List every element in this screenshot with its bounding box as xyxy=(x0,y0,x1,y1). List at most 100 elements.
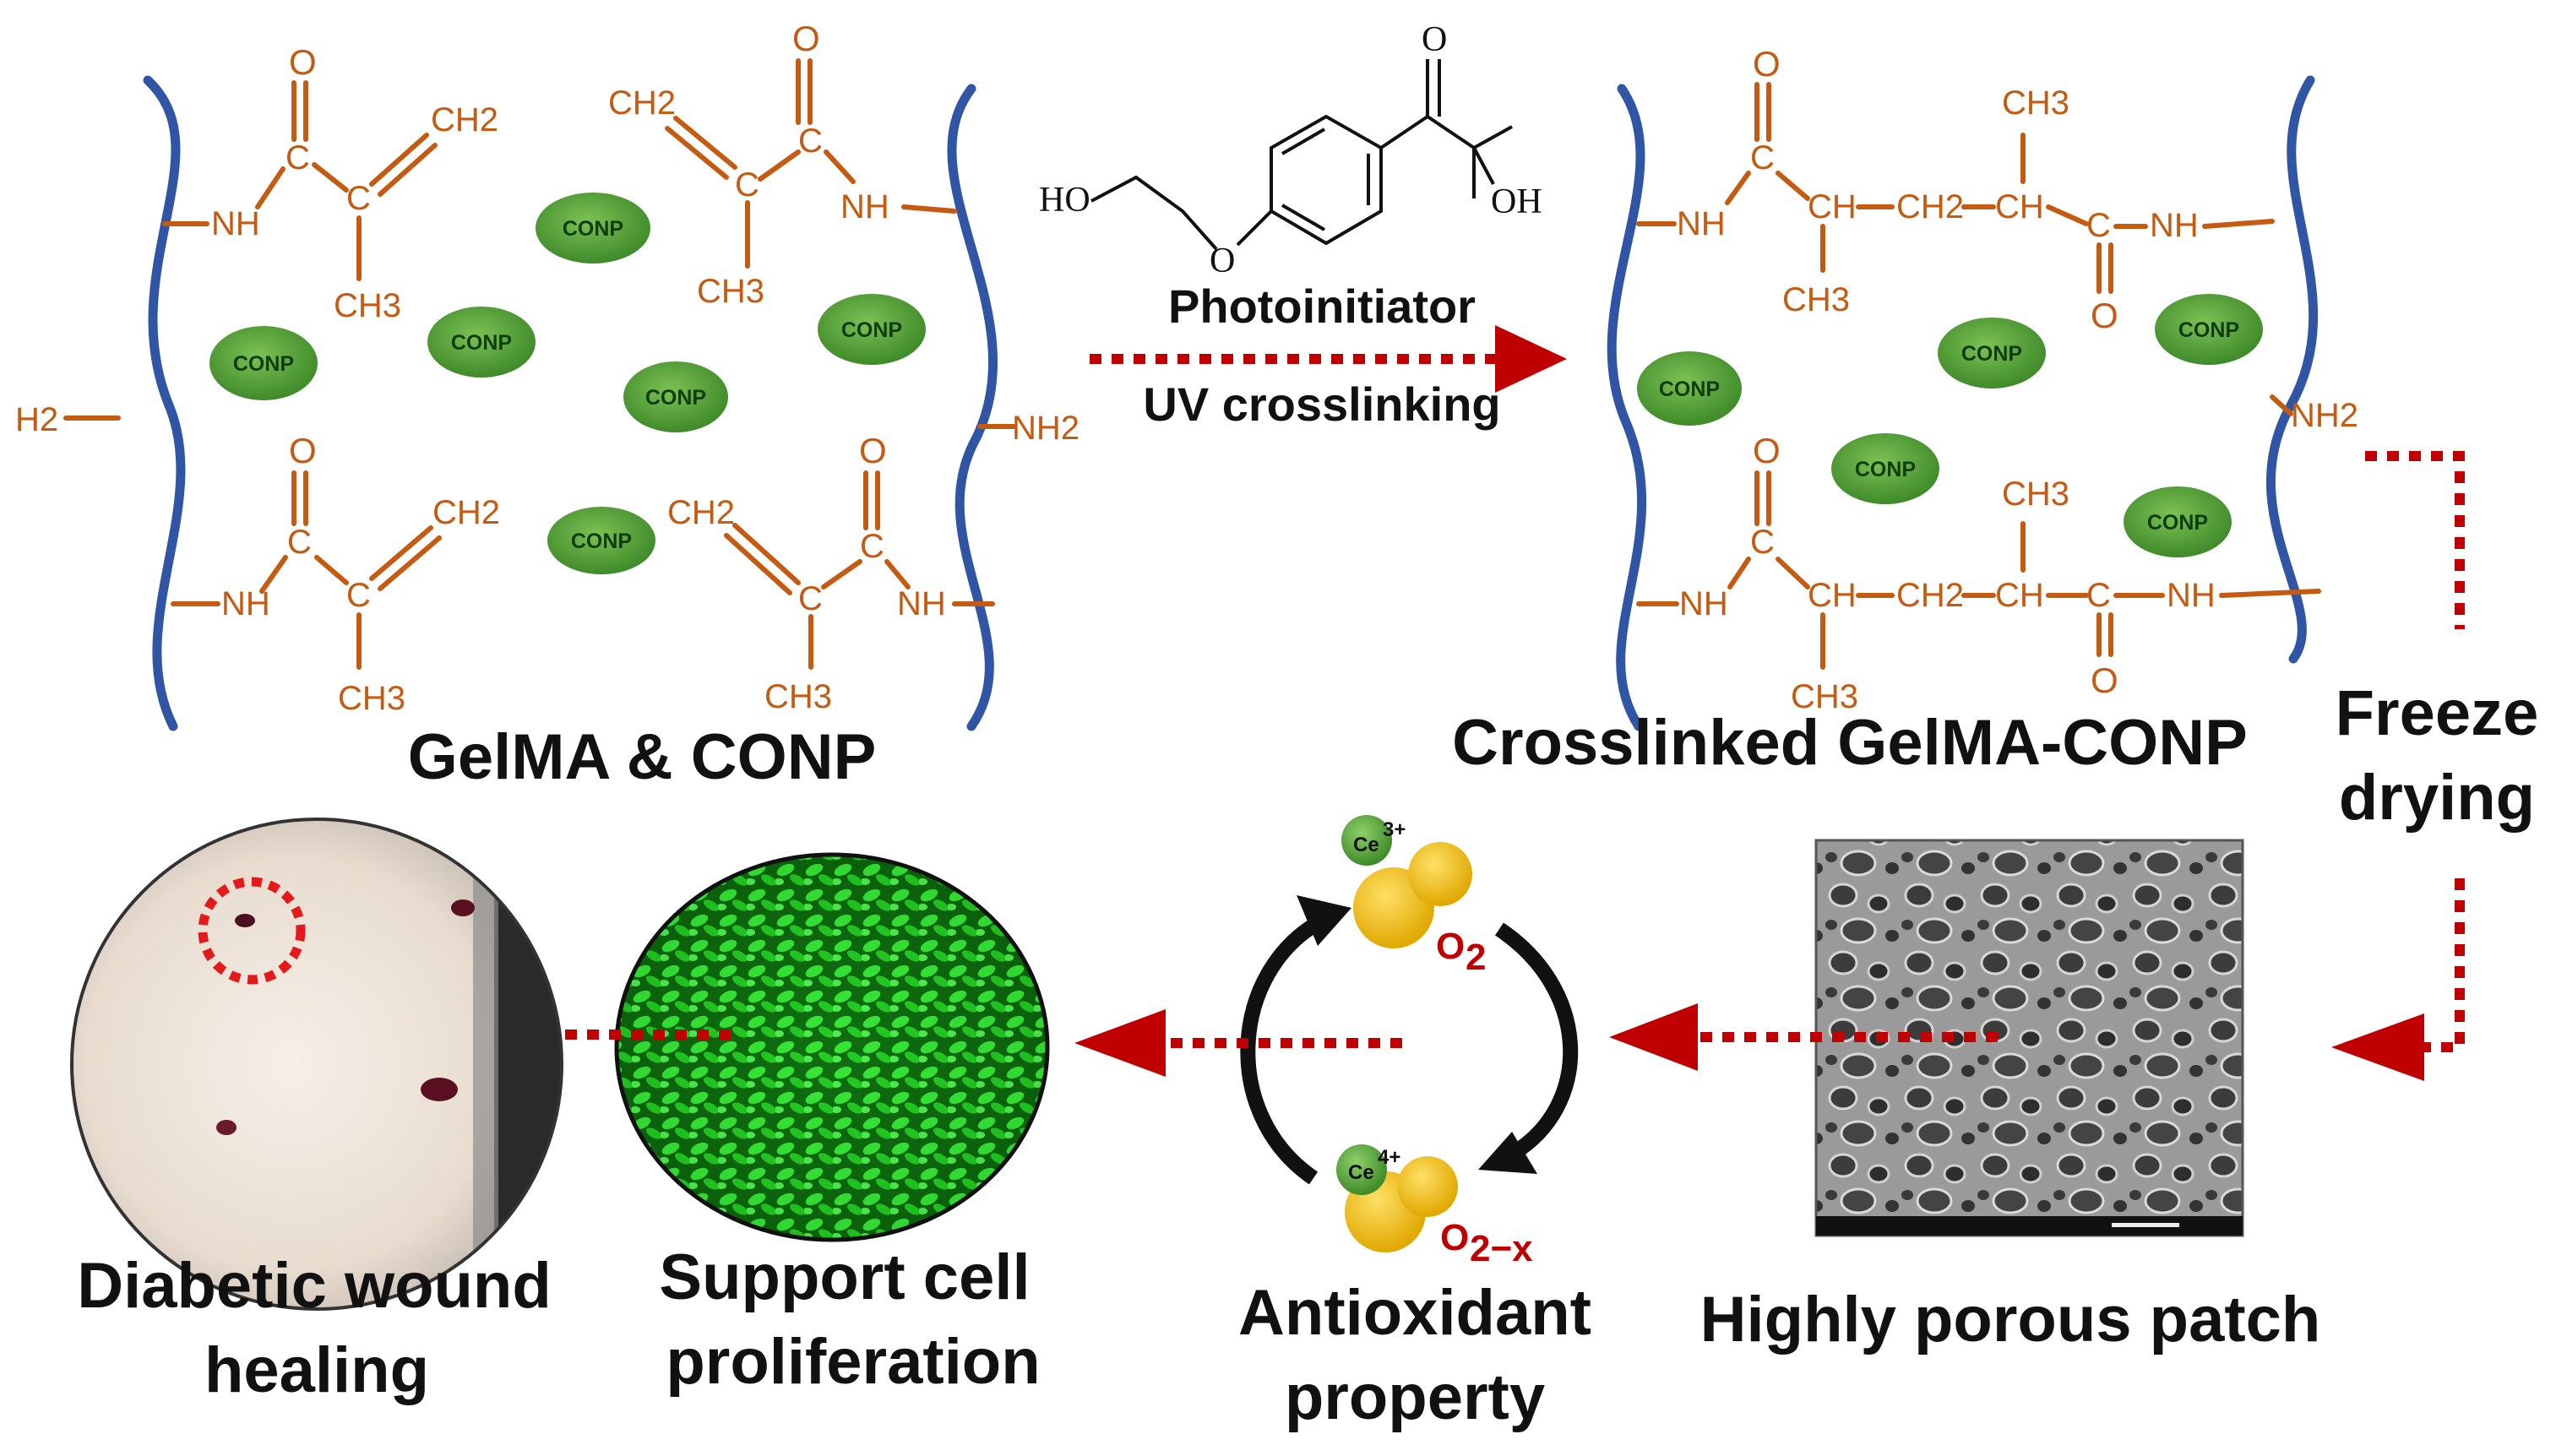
atom-nh: NH xyxy=(2150,207,2199,244)
freeze-drying-arrowhead xyxy=(2331,1013,2424,1081)
svg-text:CONP: CONP xyxy=(2178,318,2239,342)
atom-ch: CH xyxy=(1808,577,1857,614)
photoinitiator-molecule: HO O O OH Photoinitiator UV crosslinking xyxy=(1039,20,1542,431)
atom-ch2: CH2 xyxy=(1896,577,1964,614)
atom-ch3: CH3 xyxy=(2002,84,2069,122)
o2-label: O xyxy=(1436,926,1465,967)
conp-particle: CONP xyxy=(623,361,728,432)
atom-c: C xyxy=(2086,207,2111,244)
svg-text:CONP: CONP xyxy=(1961,342,2022,366)
svg-text:CONP: CONP xyxy=(233,352,294,376)
svg-text:CONP: CONP xyxy=(2147,511,2208,535)
sem-porous-patch: Highly porous patch xyxy=(1700,839,2321,1355)
atom-ch3: CH3 xyxy=(697,273,764,310)
ce3-charge: 3+ xyxy=(1383,818,1406,841)
atom-o: O xyxy=(2091,296,2118,335)
atom-nh2: NH2 xyxy=(1012,410,1080,447)
diabetic-wound-photo: Diabetic wound healing xyxy=(70,818,563,1406)
atom-ch2: CH2 xyxy=(608,84,676,122)
right-backbone-chain xyxy=(2265,75,2319,664)
ce4-charge: 4+ xyxy=(1378,1146,1400,1169)
conp-particle: CONP xyxy=(536,193,650,263)
atom-o: O xyxy=(1753,431,1781,470)
atom-c: C xyxy=(286,139,310,177)
atom-ch: CH xyxy=(1995,188,2044,225)
conp-particle: CONP xyxy=(1637,351,1742,426)
atom-ch3: CH3 xyxy=(1791,678,1858,715)
atom-nh: NH xyxy=(2167,577,2216,614)
atom-nh: NH xyxy=(221,585,270,622)
drying-label: drying xyxy=(2339,762,2535,834)
atom-c: C xyxy=(1750,139,1775,177)
atom-o: O xyxy=(859,431,887,470)
cell-line2: proliferation xyxy=(666,1326,1040,1398)
antioxidant-line2: property xyxy=(1285,1361,1545,1433)
atom-oh: OH xyxy=(1491,182,1542,221)
photoinitiator-label: Photoinitiator xyxy=(1168,280,1476,333)
atom-nh: NH xyxy=(897,585,946,622)
right-backbone-chain xyxy=(947,84,998,731)
patch-caption: Highly porous patch xyxy=(1700,1284,2321,1355)
atom-ch2: CH2 xyxy=(1896,188,1964,225)
atom-ch: CH xyxy=(1808,188,1857,225)
patch-to-antioxidant-arrow xyxy=(1609,1003,1998,1071)
o2x-label: O xyxy=(1440,1217,1469,1258)
atom-nh: NH xyxy=(1679,585,1728,622)
atom-o: O xyxy=(289,42,317,82)
atom-ch2: CH2 xyxy=(432,494,500,531)
conp-particle: CONP xyxy=(1831,433,1939,504)
svg-text:CONP: CONP xyxy=(1855,458,1916,481)
conp-particle: CONP xyxy=(209,326,318,400)
svg-text:CONP: CONP xyxy=(1659,378,1720,401)
atom-o: O xyxy=(1422,20,1447,59)
antioxidant-redox-cycle: Ce 3+ O 2 Ce 4+ O 2−x Antioxidant proper… xyxy=(1238,815,1591,1433)
conp-particle: CONP xyxy=(1938,318,2046,388)
atom-o: O xyxy=(2091,660,2118,700)
atom-h2: H2 xyxy=(15,401,58,438)
atom-c: C xyxy=(1750,524,1775,561)
ce4-label: Ce xyxy=(1348,1161,1374,1184)
freeze-drying-step: Freeze drying xyxy=(2331,451,2538,1081)
conp-particle: CONP xyxy=(2124,486,2232,557)
cycle-arrowhead xyxy=(1478,1132,1537,1174)
atom-c: C xyxy=(860,528,884,565)
atom-nh2: NH2 xyxy=(2291,397,2358,434)
o2x-subscript: 2−x xyxy=(1470,1228,1533,1269)
o2-subscript: 2 xyxy=(1466,937,1486,978)
wound-line2: healing xyxy=(204,1334,429,1406)
ce3-label: Ce xyxy=(1353,834,1379,856)
left-backbone-chain xyxy=(143,75,186,731)
atom-c: C xyxy=(2086,577,2111,614)
atom-ch3: CH3 xyxy=(2002,475,2069,513)
atom-c: C xyxy=(735,166,759,204)
atom-c: C xyxy=(346,577,371,614)
atom-c: C xyxy=(346,180,371,217)
uv-crosslinking-arrow xyxy=(1090,325,1567,393)
atom-ch2: CH2 xyxy=(667,494,735,531)
svg-text:CONP: CONP xyxy=(645,386,706,410)
antioxidant-to-cell-arrow xyxy=(1074,1009,1402,1077)
conp-particle: CONP xyxy=(2155,294,2263,365)
wound-line1: Diabetic wound xyxy=(77,1250,552,1322)
atom-o: O xyxy=(289,431,317,470)
atom-nh: NH xyxy=(1677,205,1726,242)
atom-ch2: CH2 xyxy=(431,101,498,139)
atom-c: C xyxy=(798,122,823,160)
right-panel-caption: Crosslinked GelMA-CONP xyxy=(1452,707,2248,779)
atom-ch3: CH3 xyxy=(1782,281,1850,318)
atom-c: C xyxy=(287,524,312,561)
atom-ch3: CH3 xyxy=(764,678,832,715)
antioxidant-line1: Antioxidant xyxy=(1238,1277,1591,1349)
cycle-arrowhead xyxy=(1297,895,1351,946)
svg-text:CONP: CONP xyxy=(563,217,623,241)
atom-ch3: CH3 xyxy=(334,287,401,324)
cell-proliferation-image: Support cell proliferation xyxy=(614,852,1050,1398)
conp-particle: CONP xyxy=(427,307,536,378)
atom-o: O xyxy=(1210,242,1235,280)
atom-nh: NH xyxy=(211,205,260,242)
right-crosslinked-structure: O C NH CH CH3 CH2 CH CH3 C O NH NH2 O C … xyxy=(1452,44,2358,779)
atom-ch3: CH3 xyxy=(338,680,405,717)
atom-o: O xyxy=(1753,44,1781,84)
left-backbone-chain xyxy=(1607,84,1647,731)
